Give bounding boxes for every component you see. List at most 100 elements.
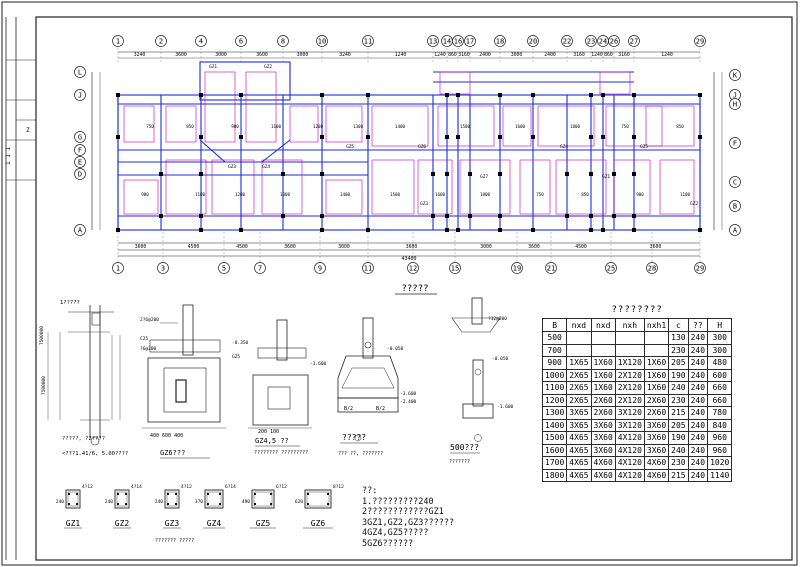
svg-text:400 600 400: 400 600 400	[150, 433, 183, 439]
dim-bottom: 3000	[480, 244, 492, 250]
table-cell	[643, 331, 670, 345]
table-header-cell: nxd	[566, 318, 592, 332]
table-cell: 240	[687, 381, 709, 395]
strip-footing-detail: B/2 B/2 -3.600 -2.400 -0.050 ????? ??? ?…	[337, 317, 417, 457]
dim-bottom: 4500	[188, 244, 200, 250]
note-line: 3GZ1,GZ2,GZ3??????	[362, 517, 455, 528]
svg-text:4?12: 4?12	[181, 484, 192, 490]
dim-top: 1240	[434, 52, 446, 58]
section-name: GZ5	[256, 519, 271, 528]
dim-top: 1240	[591, 52, 603, 58]
table-header-cell: H	[707, 318, 733, 332]
plan-column	[199, 93, 203, 97]
axis-bubble-left: L	[74, 66, 86, 78]
axis-bubble-bottom: 19	[511, 262, 523, 274]
table-cell: 240	[668, 381, 689, 395]
footing-sub: ??? ??, ???????	[338, 451, 383, 457]
footing2-sub: ???????	[449, 459, 470, 465]
axis-bubble-bottom: 25	[605, 262, 617, 274]
axis-bubble-right: C	[729, 176, 741, 188]
dim-top: 3000	[215, 52, 227, 58]
table-cell: 4X60	[643, 468, 670, 482]
svg-text:2?6@200: 2?6@200	[140, 317, 159, 323]
table-cell: 4X60	[590, 468, 616, 482]
table-cell: 1500	[541, 431, 568, 445]
plan-column	[632, 93, 636, 97]
svg-text:9: 9	[318, 265, 322, 273]
plan-column	[589, 214, 593, 218]
axis-bubble-bottom: 5	[218, 262, 230, 274]
svg-text:19: 19	[513, 265, 521, 273]
plan-column	[116, 135, 120, 139]
table-cell: 230	[668, 343, 689, 357]
gz45-caption: GZ4,5 ??	[255, 437, 289, 445]
plan-column	[632, 228, 636, 232]
svg-text:28: 28	[648, 265, 656, 273]
svg-text:13: 13	[429, 38, 437, 46]
table-cell: 960	[707, 431, 733, 445]
table-cell: 1X65	[566, 356, 592, 370]
plan-column	[456, 228, 460, 232]
plan-column	[612, 172, 616, 176]
plan-column	[456, 135, 460, 139]
svg-text:4?12: 4?12	[82, 484, 93, 490]
gz6-detail: 2?6@200 C25 ?6@200 400 600 400 GZ6???	[140, 304, 226, 459]
dim-top: 3160	[573, 52, 585, 58]
svg-text:23: 23	[587, 38, 595, 46]
plan-footing-label: 1100	[680, 192, 691, 197]
axis-bubble-right: A	[729, 224, 741, 236]
svg-text:3: 3	[161, 265, 165, 273]
table-cell: 240	[687, 468, 709, 482]
table-cell: 1X60	[590, 381, 616, 395]
plan-footings	[123, 71, 695, 215]
plan-column	[698, 93, 702, 97]
svg-text:620: 620	[295, 499, 303, 505]
table-cell: 1X60	[643, 356, 670, 370]
table-cell: 960	[707, 443, 733, 457]
plan-column	[589, 228, 593, 232]
axis-bubble-top: 10	[316, 35, 328, 47]
dim-top: 1240	[661, 52, 673, 58]
plan-column	[601, 135, 605, 139]
axis-bubble-top: 26	[608, 35, 620, 47]
dim-bottom: 4500	[575, 244, 587, 250]
svg-text:-1.600: -1.600	[497, 404, 514, 410]
table-cell: 300	[707, 331, 733, 345]
table-cell: 3X120	[614, 406, 645, 420]
plan-footing-label: 750	[146, 124, 154, 129]
table-cell: 780	[707, 406, 733, 420]
dim-top: 3000	[297, 52, 309, 58]
svg-text:14: 14	[443, 38, 451, 46]
svg-text:L: L	[78, 69, 82, 77]
svg-text:-0.050: -0.050	[387, 346, 404, 352]
table-cell: 215	[668, 468, 689, 482]
plan-column	[498, 172, 502, 176]
table-cell: 1000	[541, 368, 568, 382]
axis-bubble-bottom: 28	[646, 262, 658, 274]
plan-column	[468, 172, 472, 176]
wall-section-sub: <???1.41/6, 5.00????	[62, 451, 128, 457]
plan-footing-label: 750	[621, 124, 629, 129]
axis-bubble-top: 29	[694, 35, 706, 47]
sheet-inner-border	[35, 16, 793, 561]
table-cell: 4X120	[614, 456, 645, 470]
svg-text:20: 20	[529, 38, 537, 46]
svg-text:29: 29	[696, 38, 704, 46]
plan-footing-label: 1600	[515, 124, 526, 129]
svg-text:2: 2	[159, 38, 163, 46]
table-cell: 240	[687, 431, 709, 445]
note-line: 1.?????????240	[362, 496, 434, 507]
dim-bottom: 3600	[528, 244, 540, 250]
svg-text:B: B	[733, 203, 737, 211]
table-cell: 700	[541, 343, 568, 357]
plan-column	[565, 172, 569, 176]
axis-bubble-right: H	[729, 98, 741, 110]
